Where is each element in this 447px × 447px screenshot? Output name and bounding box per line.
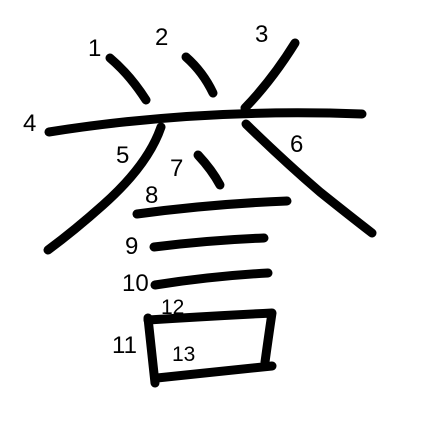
stroke-number-11: 11	[112, 332, 137, 359]
stroke-13	[152, 361, 277, 383]
stroke-number-3: 3	[255, 21, 268, 48]
stroke-12	[143, 308, 277, 367]
stroke-number-2: 2	[155, 24, 168, 51]
stroke-number-4: 4	[23, 110, 36, 137]
stroke-1	[105, 53, 151, 105]
stroke-6	[241, 119, 377, 238]
character-strokes	[43, 38, 377, 388]
stroke-number-13: 13	[172, 343, 195, 366]
stroke-number-7: 7	[170, 155, 183, 182]
stroke-5	[43, 122, 166, 255]
stroke-number-8: 8	[145, 182, 158, 209]
stroke-number-5: 5	[116, 142, 129, 169]
stroke-7	[193, 150, 225, 190]
stroke-11	[143, 313, 160, 388]
stroke-2	[181, 52, 218, 98]
stroke-number-9: 9	[125, 233, 138, 260]
stroke-number-labels: 1 2 3 4 5 6 7 8 9 10 11 12 13	[23, 21, 303, 366]
stroke-number-10: 10	[122, 270, 149, 297]
stroke-number-6: 6	[290, 131, 303, 158]
stroke-number-12: 12	[161, 296, 184, 319]
stroke-9	[149, 233, 269, 252]
stroke-10	[150, 268, 273, 290]
stroke-number-1: 1	[88, 35, 101, 62]
stroke-3	[240, 38, 300, 113]
stroke-8	[132, 196, 292, 219]
stroke-4	[44, 108, 367, 137]
